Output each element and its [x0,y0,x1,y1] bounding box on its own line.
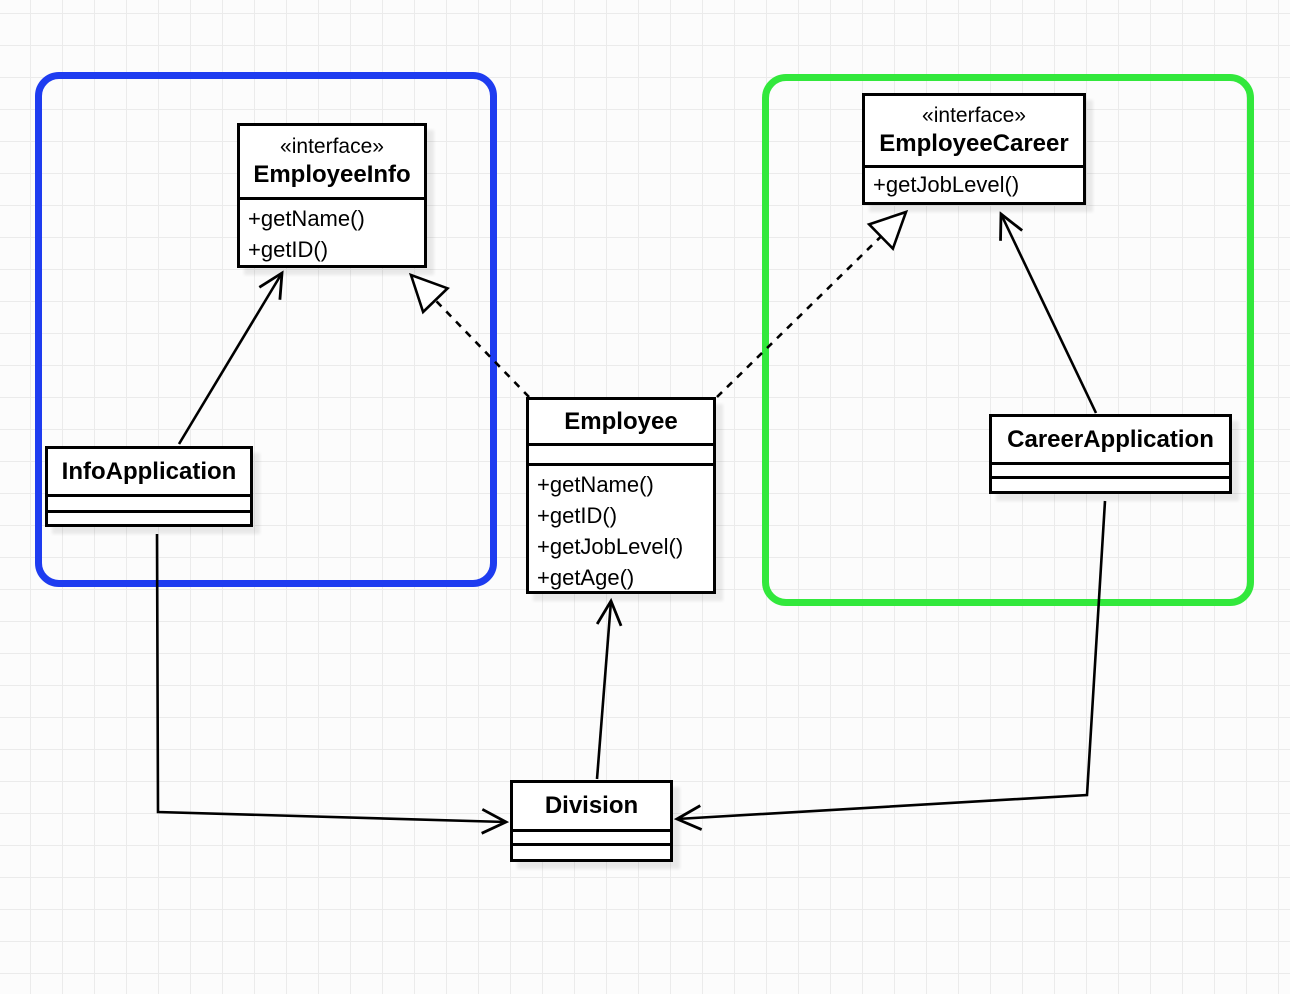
class-employeecareer[interactable]: «interface» EmployeeCareer +getJobLevel(… [862,93,1086,205]
infoapplication-methods-section [48,510,250,524]
careerapplication-methods-section [992,476,1229,491]
group-info-container[interactable] [35,72,497,587]
division-attributes-section [513,829,670,843]
infoapplication-attributes-section [48,494,250,510]
class-employee[interactable]: Employee +getName() +getID() +getJobLeve… [526,397,716,594]
employeeinfo-method: +getName() [248,206,365,231]
employee-method: +getJobLevel() [537,534,684,559]
employee-method: +getName() [537,472,654,497]
edge-careerapplication-division[interactable] [677,500,1107,819]
group-career-container[interactable] [762,74,1254,606]
division-methods-section [513,843,670,859]
edge-employee-employeeinfo-realization[interactable] [408,272,530,398]
employee-name: Employee [564,407,678,435]
edge-infoapplication-employeeinfo[interactable] [177,273,282,445]
employee-attributes-section [529,443,713,463]
class-careerapplication[interactable]: CareerApplication [989,414,1232,494]
employeecareer-method: +getJobLevel() [873,172,1020,197]
employeecareer-stereotype: «interface» [922,103,1026,127]
employeeinfo-stereotype: «interface» [280,134,384,158]
division-name: Division [544,792,639,819]
class-employeeinfo[interactable]: «interface» EmployeeInfo +getName() +get… [237,123,427,268]
edge-infoapplication-division[interactable] [155,533,506,822]
careerapplication-name: CareerApplication [1007,425,1214,453]
infoapplication-name: InfoApplication [61,457,237,485]
careerapplication-attributes-section [992,462,1229,476]
class-infoapplication[interactable]: InfoApplication [45,446,253,527]
edge-employee-employeecareer-realization[interactable] [716,209,909,398]
edge-careerapplication-employeecareer[interactable] [1001,214,1098,414]
class-division[interactable]: Division [510,780,673,862]
employeeinfo-method: +getID() [248,237,329,262]
edge-division-employee[interactable] [595,601,611,780]
employeeinfo-name: EmployeeInfo [253,160,411,188]
employee-method: +getID() [537,503,618,528]
employeecareer-name: EmployeeCareer [879,129,1069,157]
employee-method: +getAge() [537,565,635,590]
